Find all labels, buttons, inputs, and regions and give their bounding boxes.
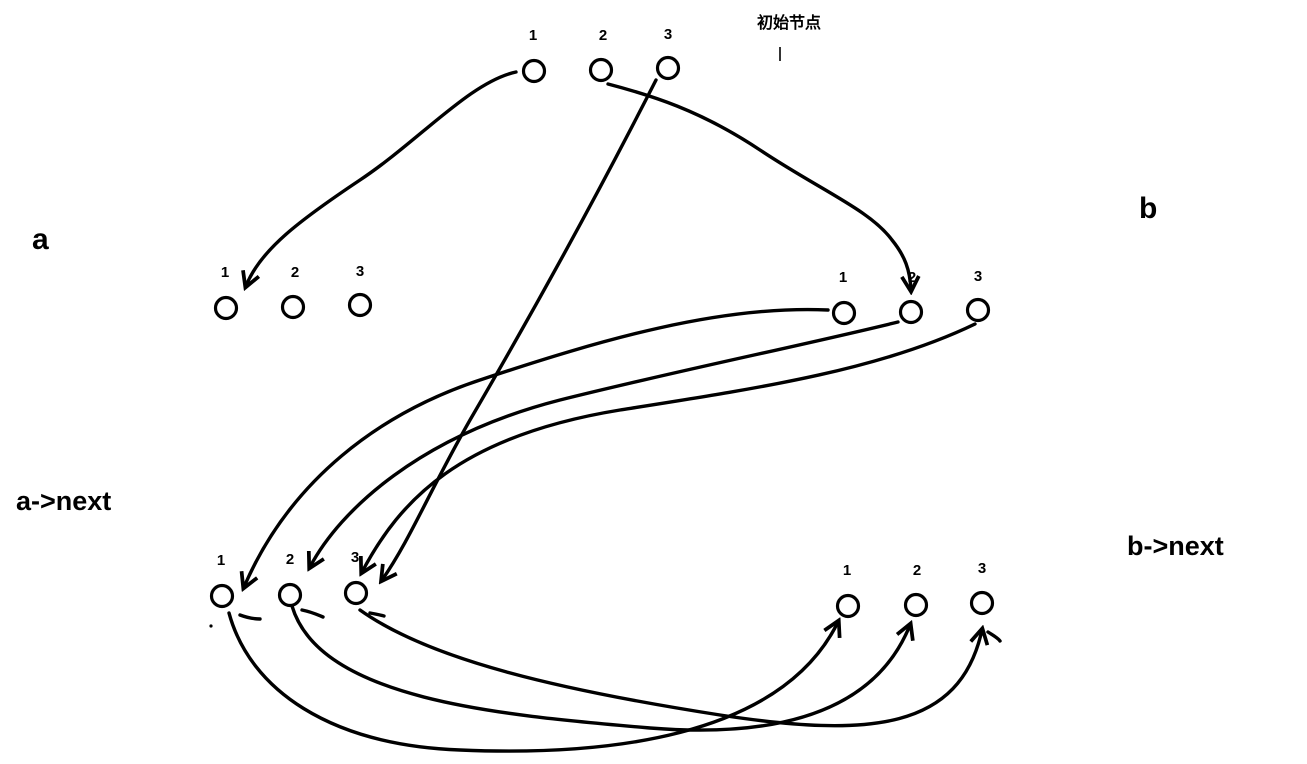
node-number: 2 — [599, 27, 607, 44]
arrow-anext2-to-bnext2 — [290, 604, 910, 732]
arrow-initial3-to-anext3 — [382, 78, 658, 580]
node-number: 2 — [913, 562, 921, 579]
group-label-b-next: b->next — [1127, 531, 1224, 561]
arrow-tick — [238, 613, 262, 621]
initial-node-group: 1 2 3 — [521, 26, 681, 84]
initial-nodes-caption: 初始节点 — [757, 13, 821, 32]
arrow-initial2-to-b2 — [606, 82, 911, 290]
arrow-anext3-to-bnext3 — [358, 608, 982, 728]
node-number: 1 — [839, 269, 847, 286]
node-number: 2 — [291, 264, 299, 281]
node-circle — [903, 592, 929, 618]
node-circle — [277, 582, 303, 608]
node-circle — [209, 583, 235, 609]
b-node-group: 1 2 3 — [831, 268, 991, 326]
arrow-b3-to-anext3 — [362, 322, 977, 572]
node-circle — [213, 295, 239, 321]
arrow-tick — [986, 630, 1002, 643]
arrow-anext1-to-bnext1 — [227, 611, 838, 753]
arrow-tick — [300, 608, 325, 619]
node-circle — [898, 299, 924, 325]
node-number: 2 — [286, 551, 294, 568]
node-circle — [965, 297, 991, 323]
arrow-initial1-to-a1 — [246, 70, 518, 286]
node-circle — [588, 57, 614, 83]
node-circle — [969, 590, 995, 616]
node-circle — [655, 55, 681, 81]
group-label-a-next: a->next — [16, 486, 111, 516]
node-number: 3 — [978, 560, 986, 577]
node-number: 3 — [974, 268, 982, 285]
a-next-node-group: 1 2 3 — [209, 549, 369, 628]
arrow-tick — [368, 611, 386, 618]
group-label-b: b — [1139, 192, 1157, 225]
node-circle — [831, 300, 857, 326]
node-number: 1 — [217, 552, 225, 569]
stray-dot — [209, 624, 213, 628]
arrow-b2-to-anext2 — [310, 320, 900, 567]
node-circle — [521, 58, 547, 84]
node-circle — [835, 593, 861, 619]
node-circle — [280, 294, 306, 320]
node-circle — [343, 580, 369, 606]
arrow-b1-to-anext1 — [244, 307, 830, 587]
group-label-a: a — [32, 223, 49, 256]
node-number: 1 — [843, 562, 851, 579]
node-number: 3 — [351, 549, 359, 566]
node-circle — [347, 292, 373, 318]
node-number: 1 — [529, 27, 537, 44]
node-number: 1 — [221, 264, 229, 281]
b-next-node-group: 1 2 3 — [835, 560, 995, 619]
node-number: 3 — [664, 26, 672, 43]
a-node-group: 1 2 3 — [213, 263, 373, 321]
node-number: 3 — [356, 263, 364, 280]
